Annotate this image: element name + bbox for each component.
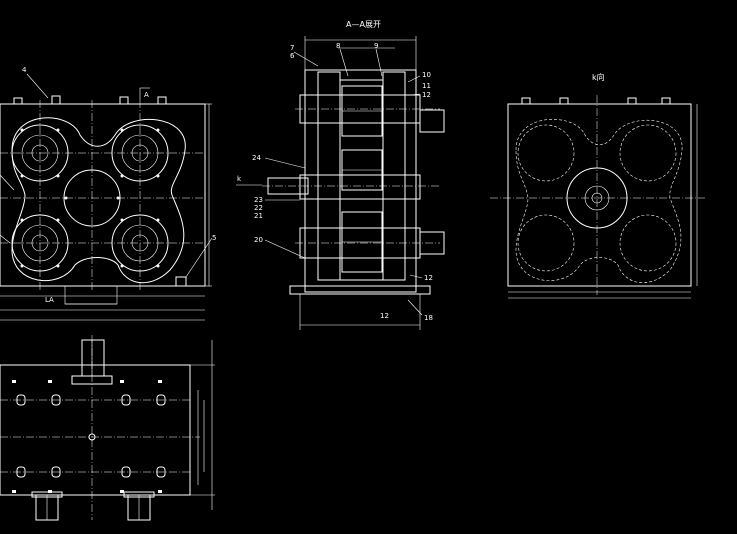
view-arrow-k: k [237,175,242,183]
part-label-9: 9 [374,42,378,50]
shafts [267,94,445,259]
part-label-10: 10 [422,71,431,79]
part-label-4: 4 [22,66,27,74]
part-label-11: 11 [422,82,431,90]
base-plate [289,285,431,295]
part-label-23: 23 [254,196,263,204]
gears [341,85,383,273]
k-view: k向 [490,72,705,299]
k-view-frame [507,103,692,287]
part-label-20: 20 [254,236,263,244]
top-view-bolt-holes [16,394,166,478]
k-view-bolts [521,97,671,105]
section-title: A—A展开 [346,20,381,29]
part-label-18: 18 [424,314,433,322]
base-foot [64,285,118,305]
top-view [0,335,215,521]
top-bolts [13,95,167,105]
k-view-title: k向 [592,72,605,82]
section-mark-a: A [144,91,149,99]
part-label-22: 22 [254,204,263,212]
k-view-plate-outline [515,119,683,284]
part-label-12c: 12 [380,312,389,320]
input-shaft [81,339,105,377]
part-label-7: 7 [290,44,294,52]
part-label-8: 8 [336,42,340,50]
front-view: 4 5 A LA [0,66,216,321]
part-label-12b: 12 [424,274,433,282]
section-view: A—A展开 [236,20,445,330]
part-label-12a: 12 [422,91,431,99]
bolt-holes [20,128,160,268]
top-view-small-bolts [12,380,162,493]
part-label-6: 6 [290,52,295,60]
part-label-24: 24 [252,154,261,162]
part-label-21: 21 [254,212,263,220]
gearbox-housing [304,69,417,293]
quatrefoil-plate [11,117,186,284]
part-label-5: 5 [212,234,216,242]
top-view-frame [0,364,191,496]
dim-label-la: LA [45,296,54,304]
